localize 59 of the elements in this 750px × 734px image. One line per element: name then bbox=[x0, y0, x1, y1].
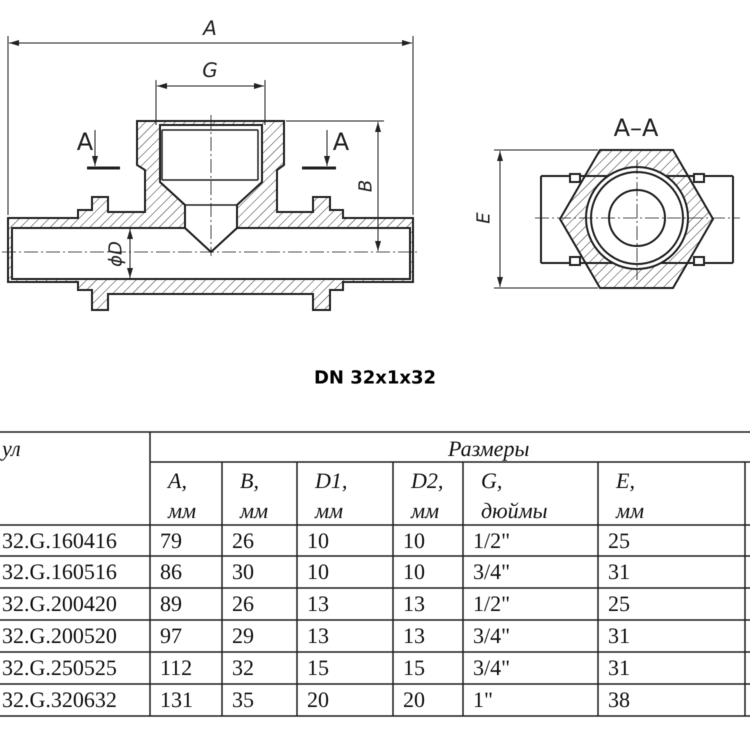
column-header: E, мм bbox=[616, 467, 644, 525]
dimension-value: 13 bbox=[307, 591, 329, 617]
column-header: ул bbox=[2, 436, 21, 462]
dimension-value: 30 bbox=[232, 559, 254, 585]
dimension-value: 31 bbox=[608, 623, 630, 649]
dimension-value: 131 bbox=[160, 687, 193, 713]
dimension-value: 25 bbox=[608, 528, 630, 554]
dimension-value: 112 bbox=[160, 655, 192, 681]
dimension-value: 1" bbox=[473, 687, 493, 713]
dimension-value: 31 bbox=[608, 655, 630, 681]
dimension-value: 1/2" bbox=[473, 591, 510, 617]
dimension-value: 79 bbox=[160, 528, 182, 554]
section-label: A bbox=[332, 128, 350, 156]
dimension-value: 13 bbox=[307, 623, 329, 649]
dimension-value: 20 bbox=[307, 687, 329, 713]
article-code: 32.G.200520 bbox=[2, 623, 117, 649]
dimension-value: 35 bbox=[232, 687, 254, 713]
dimension-label: B bbox=[356, 180, 376, 192]
dimension-value: 10 bbox=[307, 559, 329, 585]
dimension-value: 97 bbox=[160, 623, 182, 649]
section-label: A bbox=[76, 128, 94, 156]
column-header: D2, мм bbox=[411, 467, 444, 525]
dimension-value: 3/4" bbox=[473, 559, 510, 585]
dimension-value: 26 bbox=[232, 528, 254, 554]
dimension-label: G bbox=[202, 58, 218, 82]
dimension-value: 10 bbox=[403, 559, 425, 585]
dimension-label: ϕD bbox=[106, 241, 126, 267]
dimension-value: 15 bbox=[307, 655, 329, 681]
dimension-value: 15 bbox=[403, 655, 425, 681]
dimension-value: 89 bbox=[160, 591, 182, 617]
dimension-value: 3/4" bbox=[473, 623, 510, 649]
dimension-value: 38 bbox=[608, 687, 630, 713]
article-code: 32.G.160516 bbox=[2, 559, 117, 585]
dimension-value: 10 bbox=[307, 528, 329, 554]
column-header: A, мм bbox=[168, 467, 196, 525]
column-header: B, мм bbox=[240, 467, 268, 525]
article-code: 32.G.320632 bbox=[2, 687, 117, 713]
column-header: Размеры bbox=[448, 436, 530, 462]
dimension-value: 26 bbox=[232, 591, 254, 617]
article-code: 32.G.250525 bbox=[2, 655, 117, 681]
dimension-label: A bbox=[203, 16, 217, 40]
dimension-value: 1/2" bbox=[473, 528, 510, 554]
section-label: A–A bbox=[614, 114, 658, 142]
column-header: G, дюймы bbox=[481, 467, 548, 525]
article-code: 32.G.200420 bbox=[2, 591, 117, 617]
dimension-value: 13 bbox=[403, 623, 425, 649]
dimension-value: 10 bbox=[403, 528, 425, 554]
dimension-value: 31 bbox=[608, 559, 630, 585]
dimension-value: 25 bbox=[608, 591, 630, 617]
dimension-value: 86 bbox=[160, 559, 182, 585]
drawing-title: DN 32x1x32 bbox=[314, 368, 436, 388]
dimension-value: 20 bbox=[403, 687, 425, 713]
dimension-value: 29 bbox=[232, 623, 254, 649]
dimension-value: 3/4" bbox=[473, 655, 510, 681]
article-code: 32.G.160416 bbox=[2, 528, 117, 554]
dimension-value: 32 bbox=[232, 655, 254, 681]
dimension-label: E bbox=[474, 212, 494, 224]
dimension-value: 13 bbox=[403, 591, 425, 617]
column-header: D1, мм bbox=[315, 467, 348, 525]
